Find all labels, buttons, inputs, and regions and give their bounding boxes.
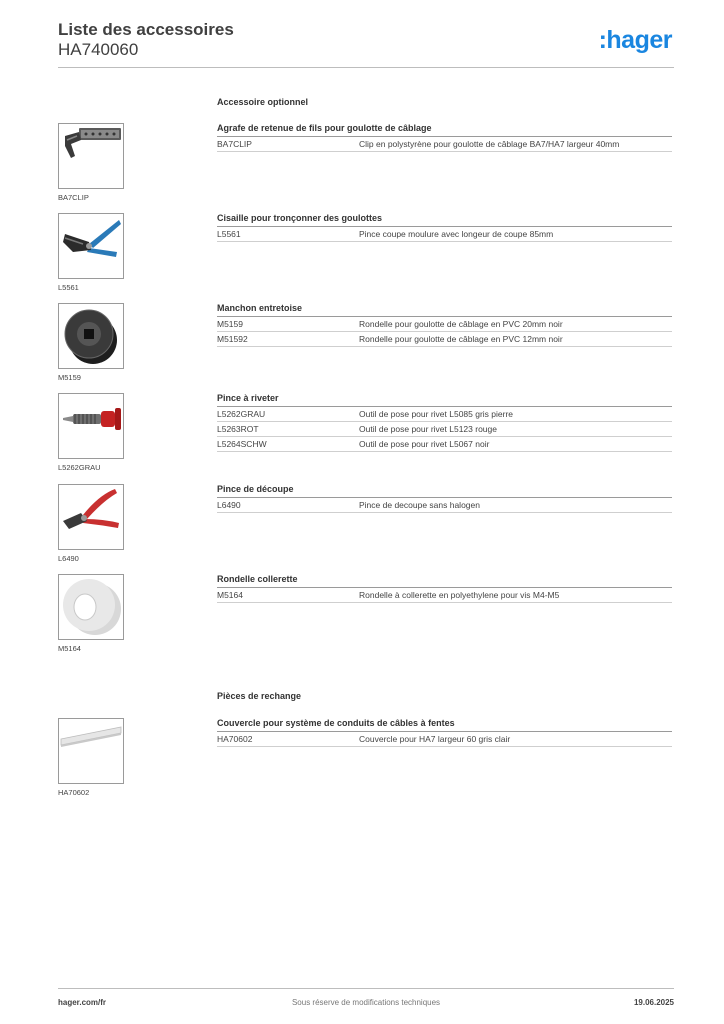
product-thumbnail[interactable] — [58, 484, 124, 550]
table-row: HA70602 Couvercle pour HA7 largeur 60 gr… — [217, 732, 672, 747]
thumbnail-caption: HA70602 — [58, 788, 90, 797]
thumbnail-caption: L5561 — [58, 283, 79, 292]
shears-icon — [63, 220, 121, 257]
article-reference[interactable]: M5164 — [217, 590, 243, 600]
hager-logo[interactable]: :hager — [598, 26, 673, 55]
collar-washer-icon — [63, 579, 121, 635]
article-description: Outil de pose pour rivet L5067 noir — [359, 439, 490, 449]
rivet-tool-icon — [63, 408, 121, 430]
article-reference[interactable]: M51592 — [217, 334, 248, 344]
legal-note: Sous réserve de modifications techniques — [291, 998, 441, 1007]
table-row: M51592 Rondelle pour goulotte de câblage… — [217, 332, 672, 347]
article-description: Pince de decoupe sans halogen — [359, 500, 480, 510]
thumbnail-caption: L6490 — [58, 554, 79, 563]
page-header: Liste des accessoires HA740060 :hager — [58, 20, 674, 60]
group-title: Manchon entretoise — [217, 303, 672, 317]
wire-clip-icon — [65, 128, 121, 158]
product-thumbnail[interactable] — [58, 393, 124, 459]
table-row: M5159 Rondelle pour goulotte de câblage … — [217, 317, 672, 332]
article-description: Clip en polystyrène pour goulotte de câb… — [359, 139, 620, 149]
thumbnail-caption: M5159 — [58, 373, 81, 382]
article-reference[interactable]: L5561 — [217, 229, 241, 239]
article-reference[interactable]: L5262GRAU — [217, 409, 266, 419]
article-description: Couvercle pour HA7 largeur 60 gris clair — [359, 734, 511, 744]
website-link[interactable]: hager.com/fr — [58, 998, 107, 1007]
logo-text: hager — [606, 26, 672, 54]
article-reference[interactable]: L5264SCHW — [217, 439, 267, 449]
article-table: BA7CLIP Clip en polystyrène pour goulott… — [217, 137, 672, 152]
article-table: HA70602 Couvercle pour HA7 largeur 60 gr… — [217, 732, 672, 747]
thumbnail-caption: M5164 — [58, 644, 81, 653]
product-thumbnail[interactable] — [58, 574, 124, 640]
article-description: Pince coupe moulure avec longeur de coup… — [359, 229, 554, 239]
group-title: Agrafe de retenue de fils pour goulotte … — [217, 123, 672, 137]
table-row: L5263ROT Outil de pose pour rivet L5123 … — [217, 422, 672, 437]
article-table: M5164 Rondelle à collerette en polyethyl… — [217, 588, 672, 603]
header-divider — [58, 67, 674, 68]
article-reference[interactable]: L5263ROT — [217, 424, 259, 434]
table-row: L5262GRAU Outil de pose pour rivet L5085… — [217, 407, 672, 422]
group-title: Cisaille pour tronçonner des goulottes — [217, 213, 672, 227]
product-thumbnail[interactable] — [58, 123, 124, 189]
group-title: Couvercle pour système de conduits de câ… — [217, 718, 672, 732]
group-title: Pince à riveter — [217, 393, 672, 407]
spacer-sleeve-icon — [64, 309, 117, 364]
footer-divider — [58, 988, 674, 989]
section-title-accessoire-optionnel: Accessoire optionnel — [217, 97, 309, 107]
article-table: L6490 Pince de decoupe sans halogen — [217, 498, 672, 513]
product-thumbnail[interactable] — [58, 213, 124, 279]
table-row: BA7CLIP Clip en polystyrène pour goulott… — [217, 137, 672, 152]
article-table: L5561 Pince coupe moulure avec longeur d… — [217, 227, 672, 242]
page-title: Liste des accessoires — [58, 20, 234, 39]
article-description: Rondelle pour goulotte de câblage en PVC… — [359, 319, 563, 329]
table-row: L6490 Pince de decoupe sans halogen — [217, 498, 672, 513]
cutting-pliers-icon — [63, 489, 119, 529]
table-row: L5264SCHW Outil de pose pour rivet L5067… — [217, 437, 672, 452]
article-description: Outil de pose pour rivet L5123 rouge — [359, 424, 497, 434]
article-description: Rondelle à collerette en polyethylene po… — [359, 590, 560, 600]
section-title-pieces-de-rechange: Pièces de rechange — [217, 691, 302, 701]
duct-cover-icon — [60, 726, 122, 747]
article-reference[interactable]: M5159 — [217, 319, 243, 329]
article-table: L5262GRAU Outil de pose pour rivet L5085… — [217, 407, 672, 452]
thumbnail-caption: BA7CLIP — [58, 193, 89, 202]
table-row: L5561 Pince coupe moulure avec longeur d… — [217, 227, 672, 242]
logo-mark: : — [598, 26, 607, 54]
product-thumbnail[interactable] — [58, 303, 124, 369]
article-description: Rondelle pour goulotte de câblage en PVC… — [359, 334, 563, 344]
document-date: 19.06.2025 — [633, 998, 674, 1007]
article-reference[interactable]: L6490 — [217, 500, 241, 510]
article-reference[interactable]: BA7CLIP — [217, 139, 252, 149]
article-description: Outil de pose pour rivet L5085 gris pier… — [359, 409, 514, 419]
product-thumbnail[interactable] — [58, 718, 124, 784]
product-reference: HA740060 — [58, 40, 139, 59]
article-table: M5159 Rondelle pour goulotte de câblage … — [217, 317, 672, 347]
group-title: Pince de découpe — [217, 484, 672, 498]
article-reference[interactable]: HA70602 — [217, 734, 253, 744]
thumbnail-caption: L5262GRAU — [58, 463, 101, 472]
group-title: Rondelle collerette — [217, 574, 672, 588]
table-row: M5164 Rondelle à collerette en polyethyl… — [217, 588, 672, 603]
